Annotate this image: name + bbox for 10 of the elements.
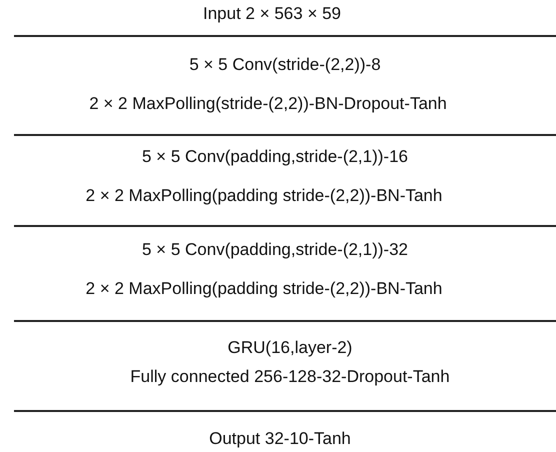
layer-label: 5 × 5 Conv(padding,stride-(2,1))-16 (142, 147, 408, 167)
layer-label: Output 32-10-Tanh (209, 429, 351, 449)
layer-label: 2 × 2 MaxPolling(padding stride-(2,2))-BN-Tanh (86, 279, 442, 299)
layer-label: 2 × 2 MaxPolling(stride-(2,2))-BN-Dropout-Tanh (89, 94, 447, 114)
layer-label: GRU(16,layer-2) (228, 338, 352, 358)
layer-label: Input 2 × 563 × 59 (203, 4, 341, 24)
layer-label: Fully connected 256-128-32-Dropout-Tanh (130, 367, 450, 387)
layer-label: 5 × 5 Conv(stride-(2,2))-8 (189, 55, 381, 75)
layer-label: 5 × 5 Conv(padding,stride-(2,1))-32 (142, 240, 408, 260)
layer-label: 2 × 2 MaxPolling(padding stride-(2,2))-BN-Tanh (86, 186, 442, 206)
